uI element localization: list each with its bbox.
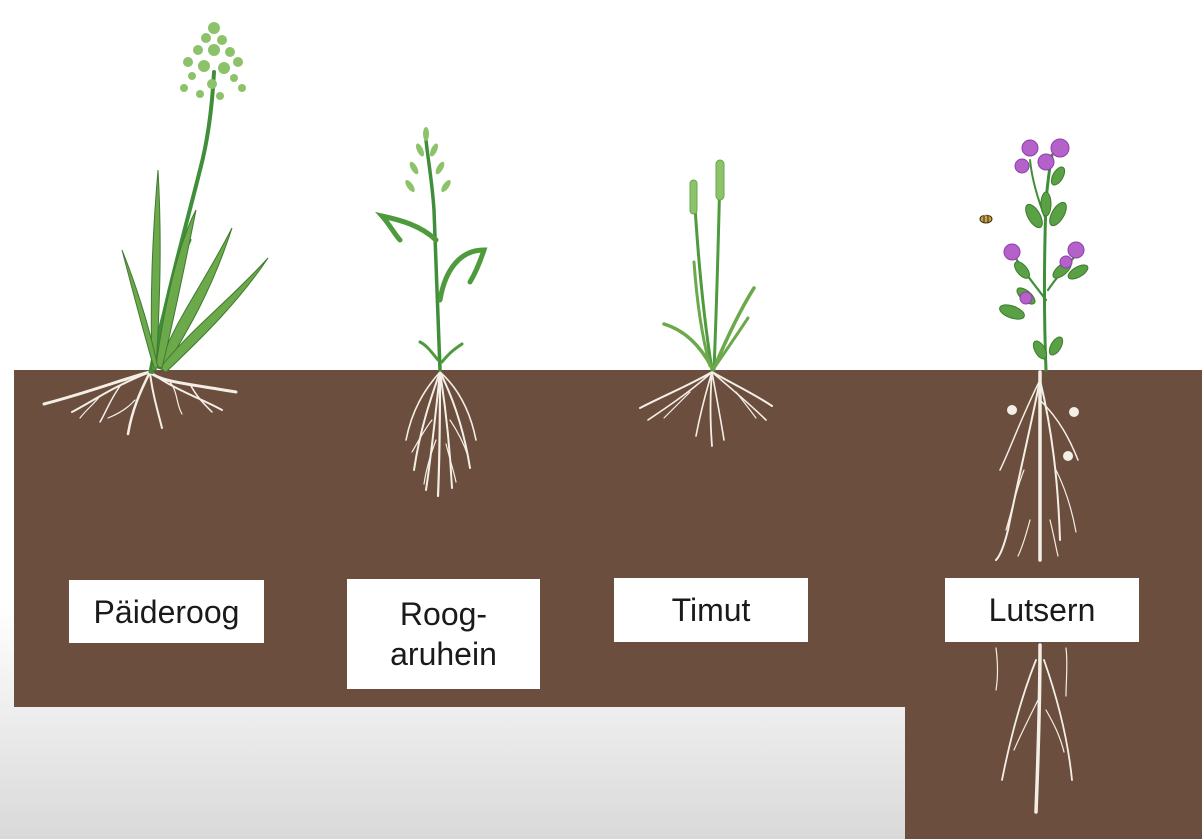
stem-timut — [694, 170, 720, 370]
label-paideroog-text: Päideroog — [94, 592, 240, 632]
label-roog-aruhein: Roog- aruhein — [347, 579, 540, 689]
label-paideroog: Päideroog — [69, 580, 264, 643]
leaves-roog-aruhein — [382, 216, 484, 362]
label-roog-aruhein-line2: aruhein — [390, 634, 497, 674]
bee-icon — [980, 211, 994, 224]
seedhead-paideroog — [180, 22, 246, 100]
label-lutsern: Lutsern — [945, 578, 1139, 642]
label-roog-aruhein-line1: Roog- — [390, 594, 497, 634]
label-timut-text: Timut — [672, 590, 751, 630]
leaves-paideroog — [122, 170, 268, 372]
label-timut: Timut — [614, 578, 808, 642]
stem-roog-aruhein — [426, 140, 440, 370]
label-lutsern-text: Lutsern — [989, 590, 1096, 630]
